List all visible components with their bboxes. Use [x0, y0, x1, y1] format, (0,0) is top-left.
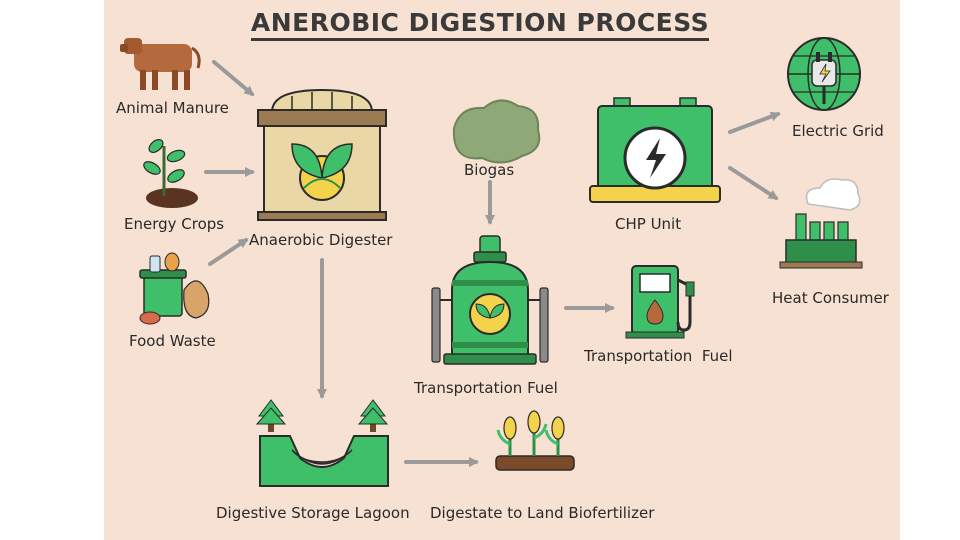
label-food-waste: Food Waste [129, 332, 216, 350]
arrow-chp-to-grid [728, 111, 781, 134]
label-biogas: Biogas [464, 161, 515, 179]
fuel-pump-icon [625, 265, 695, 339]
digester-tank-icon [257, 88, 387, 221]
label-animal-manure: Animal Manure [116, 99, 229, 117]
diagram-title: ANEROBIC DIGESTION PROCESS [0, 8, 960, 41]
food-waste-bin-icon [139, 252, 210, 325]
arrow-foodwaste-to-digester [208, 238, 249, 266]
gas-cylinder-icon [431, 235, 549, 365]
globe-plug-icon [787, 37, 861, 111]
flow-arrows [204, 60, 781, 467]
label-energy-crops: Energy Crops [124, 215, 225, 233]
label-chp-unit: CHP Unit [615, 215, 682, 233]
gas-cloud-icon [452, 99, 541, 164]
label-digestive-storage-lagoon: Digestive Storage Lagoon [216, 504, 410, 522]
arrow-manure-to-digester [212, 60, 255, 96]
lightning-battery-icon [589, 97, 721, 203]
label-digestate-biofertilizer: Digestate to Land Biofertilizer [430, 504, 655, 522]
label-heat-consumer: Heat Consumer [772, 289, 889, 307]
factory-icon [779, 178, 863, 269]
lagoon-icon [255, 399, 389, 487]
label-transportation-fuel-pump: Transportation Fuel [584, 347, 733, 365]
label-anaerobic-digester: Anaerobic Digester [249, 231, 393, 249]
seedling-icon [143, 138, 198, 208]
label-electric-grid: Electric Grid [792, 122, 884, 140]
corn-plants-icon [495, 410, 575, 471]
cow-icon [120, 38, 201, 90]
arrow-chp-to-heat [728, 166, 779, 200]
label-transportation-fuel-tank: Transportation Fuel [414, 379, 558, 397]
